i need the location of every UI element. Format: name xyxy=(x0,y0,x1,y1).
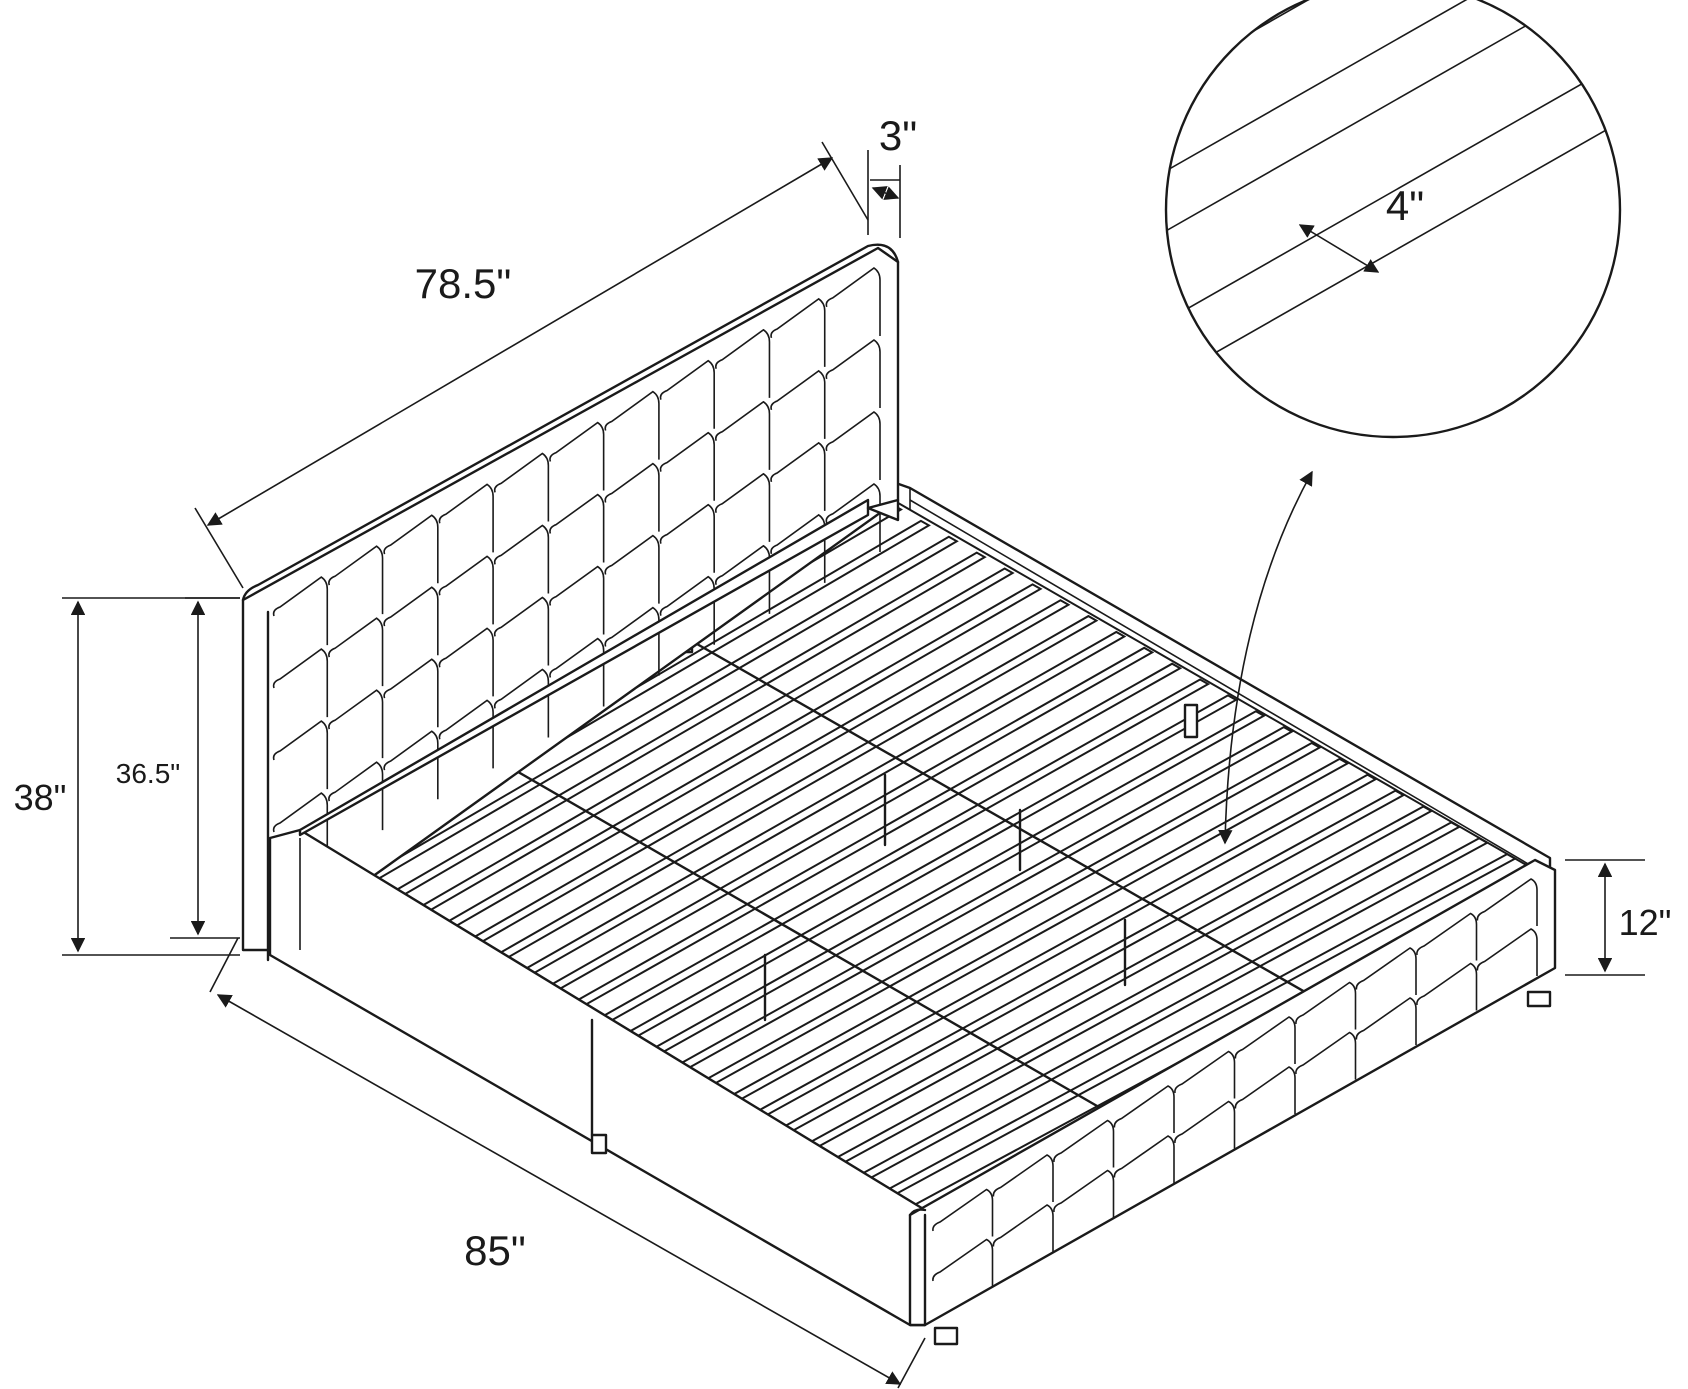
tuft xyxy=(493,596,550,666)
tuft xyxy=(1113,1135,1175,1183)
headboard-width-label: 78.5" xyxy=(415,260,512,307)
tuft xyxy=(604,534,660,604)
center-rail-right xyxy=(688,638,1342,1014)
tuft xyxy=(1416,962,1478,1011)
tuft xyxy=(1174,1100,1236,1149)
detail-slat-edge xyxy=(1166,44,1620,331)
drawer-foot xyxy=(590,1133,608,1155)
detail-callout-arrow xyxy=(1218,470,1313,845)
tuft xyxy=(328,689,384,759)
footboard-tufting xyxy=(932,878,1538,1287)
tuft xyxy=(1053,1169,1115,1218)
tuft xyxy=(328,761,384,831)
tuft xyxy=(932,1238,994,1287)
dimension-labels: 78.5" 3" 38" 36.5" 12" 85" 4" xyxy=(14,112,1672,1274)
footboard xyxy=(590,858,1557,1346)
tuft xyxy=(932,1188,994,1237)
tuft xyxy=(659,575,715,645)
dimension-lines xyxy=(62,141,1645,1389)
tuft xyxy=(493,668,550,738)
bed-length-dimension xyxy=(216,994,902,1385)
tuft xyxy=(1355,997,1417,1045)
tuft xyxy=(992,1204,1054,1252)
headboard-thickness-label: 3" xyxy=(879,112,917,159)
tuft xyxy=(1234,1016,1296,1064)
tuft xyxy=(1416,912,1478,961)
slat-width-label: 4" xyxy=(1386,182,1424,229)
tuft xyxy=(1355,947,1417,995)
tuft xyxy=(549,637,605,707)
tuft xyxy=(272,576,329,646)
tuft xyxy=(1295,981,1357,1030)
bed-length-label: 85" xyxy=(464,1227,526,1274)
headboard-height-inner-label: 36.5" xyxy=(116,758,180,789)
tuft xyxy=(1113,1085,1175,1133)
tuft xyxy=(1476,928,1538,976)
slat-width-dimension xyxy=(1298,224,1380,273)
tuft xyxy=(272,648,329,718)
tuft xyxy=(1234,1066,1296,1114)
headboard-height-total-label: 38" xyxy=(14,777,67,818)
tuft xyxy=(438,699,494,769)
tuft xyxy=(1174,1050,1236,1099)
tuft xyxy=(383,658,439,728)
tuft xyxy=(604,606,660,676)
tuft xyxy=(438,627,494,697)
headboard-width-dimension xyxy=(206,157,834,526)
foot-leg-front xyxy=(933,1326,959,1346)
slat-detail-view xyxy=(1164,0,1622,439)
tuft xyxy=(383,730,439,800)
tuft xyxy=(272,720,329,790)
tuft xyxy=(328,617,384,687)
tuft xyxy=(992,1154,1054,1202)
tuft xyxy=(715,544,771,614)
headboard-thickness-dimension xyxy=(871,186,900,200)
tuft xyxy=(1476,878,1538,926)
rail-height-label: 12" xyxy=(1619,902,1672,943)
foot-leg-right xyxy=(1526,990,1552,1008)
tuft xyxy=(328,545,384,615)
tuft xyxy=(438,555,494,625)
center-rail-left xyxy=(478,748,1132,1127)
tuft xyxy=(1053,1119,1115,1168)
tuft xyxy=(549,565,605,635)
tuft xyxy=(383,586,439,656)
detail-slat-edge xyxy=(1166,104,1620,391)
tuft xyxy=(1295,1031,1357,1080)
detail-slat-edge xyxy=(1166,0,1620,181)
tuft xyxy=(272,792,329,862)
